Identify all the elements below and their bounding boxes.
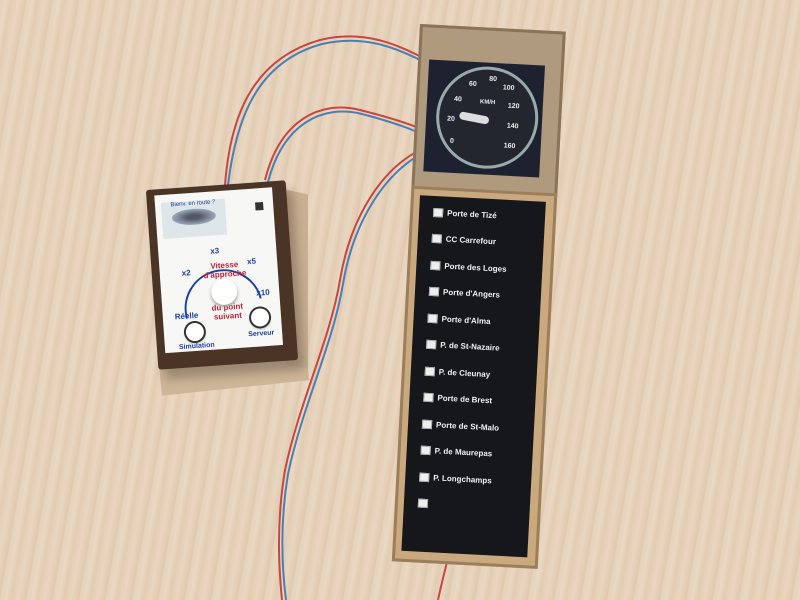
station-led bbox=[420, 445, 431, 456]
station-item: CC Carrefour bbox=[431, 232, 496, 247]
station-label: P. de Maurepas bbox=[434, 446, 493, 459]
station-item: Porte de St-Malo bbox=[421, 418, 500, 434]
station-led bbox=[428, 286, 440, 297]
station-label: Porte d'Angers bbox=[442, 287, 501, 300]
control-face: Bienv. en route ? x3 x2 x5 x10 Réelle Vi… bbox=[154, 187, 284, 354]
station-item: Porte des Loges bbox=[430, 259, 507, 275]
serveur-button[interactable] bbox=[250, 307, 270, 328]
station-led bbox=[423, 392, 434, 403]
station-item: Porte d'Alma bbox=[427, 312, 491, 327]
station-led bbox=[421, 419, 433, 429]
speedometer: 0 20 40 60 80 100 120 140 160 KM/H bbox=[423, 59, 545, 178]
tick-20: 20 bbox=[446, 115, 456, 123]
station-label: Porte des Loges bbox=[444, 261, 507, 274]
station-label: Porte de Brest bbox=[437, 393, 493, 406]
speed-control-box: Bienv. en route ? x3 x2 x5 x10 Réelle Vi… bbox=[145, 180, 299, 370]
indicator-led bbox=[255, 201, 264, 211]
station-led bbox=[427, 313, 438, 323]
station-label: CC Carrefour bbox=[445, 234, 497, 247]
tick-140: 140 bbox=[506, 122, 519, 131]
station-led bbox=[432, 207, 444, 217]
scale-x2: x2 bbox=[181, 268, 191, 278]
station-label: Porte d'Alma bbox=[441, 314, 491, 326]
tick-120: 120 bbox=[507, 102, 520, 111]
station-label: Porte de St-Malo bbox=[435, 419, 500, 433]
station-item: Porte de Brest bbox=[423, 391, 492, 407]
station-label: P. de Cleunay bbox=[438, 366, 491, 379]
station-item: P. de St-Nazaire bbox=[426, 338, 500, 354]
scale-x3: x3 bbox=[210, 246, 220, 256]
station-item-empty bbox=[417, 497, 429, 510]
station-led bbox=[424, 366, 436, 376]
simulation-button[interactable] bbox=[185, 322, 205, 342]
tick-0: 0 bbox=[449, 137, 454, 145]
tick-100: 100 bbox=[502, 84, 515, 93]
station-led bbox=[426, 339, 437, 350]
station-item: P. de Cleunay bbox=[424, 365, 491, 380]
dial-title-top: Vitesse d'approche bbox=[203, 259, 247, 281]
station-label: P. de St-Nazaire bbox=[439, 340, 500, 353]
dial-arc bbox=[184, 269, 262, 319]
banner: Bienv. en route ? bbox=[160, 198, 228, 240]
station-label: Porte de Tizé bbox=[446, 208, 497, 220]
scale-reelle: Réelle bbox=[174, 310, 199, 322]
station-item: P. de Maurepas bbox=[420, 444, 492, 460]
tick-80: 80 bbox=[489, 75, 498, 84]
scale-x10: x10 bbox=[256, 287, 270, 298]
banner-title: Bienv. en route ? bbox=[170, 199, 216, 209]
serveur-label: Serveur bbox=[247, 329, 275, 339]
station-led bbox=[419, 472, 430, 482]
station-panel: 0 20 40 60 80 100 120 140 160 KM/H Porte… bbox=[391, 24, 570, 571]
station-item: Porte de Tizé bbox=[432, 206, 497, 221]
speedometer-dial: 0 20 40 60 80 100 120 140 160 KM/H bbox=[433, 64, 541, 172]
station-label: P. Longchamps bbox=[433, 472, 492, 485]
station-item: Porte d'Angers bbox=[428, 285, 501, 301]
tick-40: 40 bbox=[453, 95, 463, 104]
speedometer-box: 0 20 40 60 80 100 120 140 160 KM/H bbox=[411, 24, 566, 198]
station-led bbox=[430, 260, 441, 270]
simulation-label: Simulation bbox=[178, 341, 215, 352]
banner-image bbox=[171, 207, 217, 227]
tick-160: 160 bbox=[503, 142, 516, 151]
station-led bbox=[431, 233, 443, 244]
tick-60: 60 bbox=[468, 80, 477, 89]
station-led bbox=[417, 498, 429, 509]
speedometer-needle bbox=[458, 111, 490, 125]
station-item: P. Longchamps bbox=[419, 471, 492, 487]
unit-label: KM/H bbox=[479, 99, 496, 107]
